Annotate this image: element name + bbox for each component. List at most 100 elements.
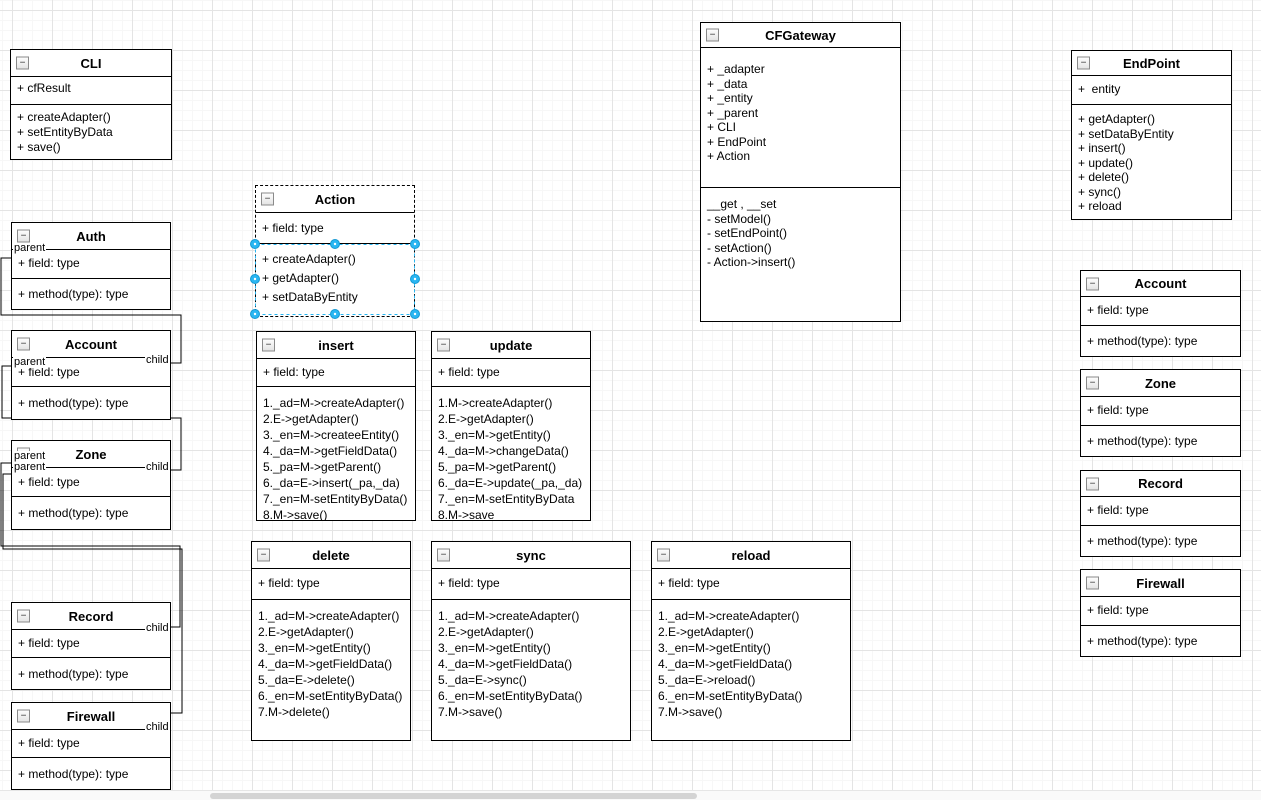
collapse-icon[interactable]: − [257, 548, 270, 562]
class-box-record-right[interactable]: −Record+ field: type+ method(type): type [1080, 470, 1241, 557]
methods-compartment: + method(type): type [12, 386, 170, 419]
method-item: 4._da=M->getFieldData() [658, 657, 793, 671]
collapse-icon[interactable]: − [437, 548, 450, 562]
method-item: 8.M->save() [263, 508, 328, 520]
method-item: 6._en=M-setEntityByData() [258, 689, 403, 703]
method-item: 1._ad=M->createAdapter() [263, 396, 405, 410]
class-box-cli[interactable]: −CLI+ cfResult+ createAdapter()+ setEnti… [10, 49, 172, 160]
class-box-account-right[interactable]: −Account+ field: type+ method(type): typ… [1080, 270, 1241, 357]
fields-compartment: + field: type [12, 629, 170, 657]
field-item: + _parent [707, 105, 759, 120]
edge-label[interactable]: child [145, 354, 170, 366]
methods-compartment: + method(type): type [12, 278, 170, 309]
fields-compartment: + field: type [252, 568, 410, 599]
methods-compartment: + method(type): type [12, 657, 170, 689]
collapse-icon[interactable]: − [17, 337, 30, 351]
method-item: 3._en=M->getEntity() [438, 428, 551, 442]
horizontal-scrollbar-track[interactable] [0, 790, 1261, 800]
method-item: 3._en=M->getEntity() [658, 641, 771, 655]
field-item: + Action [707, 149, 751, 163]
edge-label[interactable]: child [145, 721, 170, 733]
field-item: + field: type [18, 365, 80, 379]
method-item: 5._da=E->delete() [258, 673, 355, 687]
collapse-icon[interactable]: − [17, 709, 30, 723]
collapse-icon[interactable]: − [657, 548, 670, 562]
class-header: − insert [257, 332, 415, 358]
methods-compartment: 1._ad=M->createAdapter()2.E->getAdapter(… [257, 386, 415, 520]
class-box-zone-right[interactable]: −Zone+ field: type+ method(type): type [1080, 369, 1241, 457]
class-box-action[interactable]: −Action+ field: type+ createAdapter()+ g… [255, 185, 415, 317]
method-item: + setDataByEntity [262, 290, 358, 304]
collapse-icon[interactable]: − [16, 56, 29, 70]
edge-label[interactable]: child [145, 622, 170, 634]
method-item: + createAdapter() [17, 110, 111, 124]
class-title: Account [1134, 276, 1187, 291]
class-header: − Auth [12, 223, 170, 249]
collapse-icon[interactable]: − [437, 338, 450, 352]
field-item: + EndPoint [707, 134, 767, 149]
field-item: + field: type [1087, 503, 1149, 517]
fields-compartment: + field: type [652, 568, 850, 599]
collapse-icon[interactable]: − [1077, 56, 1090, 70]
field-item: + field: type [438, 365, 500, 379]
methods-compartment: + createAdapter()+ getAdapter()+ setData… [256, 243, 414, 316]
collapse-icon[interactable]: − [706, 28, 719, 42]
class-box-account-left[interactable]: −Account+ field: type+ method(type): typ… [11, 330, 171, 420]
collapse-icon[interactable]: − [262, 338, 275, 352]
methods-compartment: __get , __set- setModel()- setEndPoint()… [701, 187, 900, 321]
methods-compartment: + method(type): type [1081, 425, 1240, 456]
class-header: −Record [1081, 471, 1240, 496]
class-header: −delete [252, 542, 410, 568]
class-box-auth[interactable]: − Auth + field: type + method(type): type [11, 222, 171, 310]
field-item: + field: type [1087, 403, 1149, 417]
collapse-icon[interactable]: − [261, 192, 274, 206]
class-box-cfgateway[interactable]: −CFGateway+ _adapter+ _data+ _entity+ _p… [700, 22, 901, 322]
class-title: insert [318, 337, 354, 353]
methods-compartment: + method(type): type [12, 757, 170, 789]
edge-label[interactable]: parent [13, 242, 47, 254]
edge-label[interactable]: child [145, 461, 170, 473]
class-box-zone-left[interactable]: −Zone+ field: type+ method(type): type [11, 440, 171, 530]
class-title: Auth [76, 228, 106, 244]
methods-compartment: + createAdapter()+ setEntityByData+ save… [11, 104, 171, 159]
method-item: 1.M->createAdapter() [438, 396, 553, 410]
method-item: + delete() [1078, 170, 1130, 184]
fields-compartment: + field: type [1081, 596, 1240, 625]
edge-label[interactable]: parent [13, 461, 47, 473]
class-header: − reload [652, 542, 850, 568]
field-item: + field: type [658, 576, 720, 590]
class-box-firewall-right[interactable]: −Firewall+ field: type+ method(type): ty… [1080, 569, 1241, 657]
method-item: 7.M->delete() [258, 705, 330, 719]
class-header: − Account [1081, 271, 1240, 296]
method-item: - Action->insert() [707, 255, 796, 269]
collapse-icon[interactable]: − [1086, 576, 1099, 590]
method-item: 7._en=M-setEntityByData [438, 492, 575, 506]
horizontal-scrollbar-thumb[interactable] [210, 793, 697, 799]
method-item: + method(type): type [1087, 434, 1198, 448]
method-item: 7.M->save() [438, 705, 503, 719]
class-box-firewall-left[interactable]: −Firewall+ field: type+ method(type): ty… [11, 702, 171, 790]
fields-compartment: + field: type [12, 357, 170, 386]
class-box-endpoint[interactable]: −EndPoint+ entity+ getAdapter()+ setData… [1071, 50, 1232, 220]
class-title: sync [516, 547, 546, 563]
field-item: + field: type [18, 256, 80, 270]
method-item: + sync() [1078, 184, 1122, 199]
methods-compartment: + method(type): type [1081, 625, 1240, 656]
collapse-icon[interactable]: − [1086, 477, 1099, 490]
fields-compartment: + _adapter+ _data+ _entity+ _parent+ CLI… [701, 47, 900, 187]
collapse-icon[interactable]: − [17, 609, 30, 623]
class-box-record-left[interactable]: −Record+ field: type+ method(type): type [11, 602, 171, 690]
collapse-icon[interactable]: − [1086, 376, 1099, 390]
collapse-icon[interactable]: − [17, 229, 30, 243]
edge-label[interactable]: parent [13, 356, 47, 368]
collapse-icon[interactable]: − [1086, 277, 1099, 290]
method-item: + method(type): type [18, 667, 129, 681]
method-item: + method(type): type [1087, 334, 1198, 348]
class-title: reload [731, 547, 771, 563]
